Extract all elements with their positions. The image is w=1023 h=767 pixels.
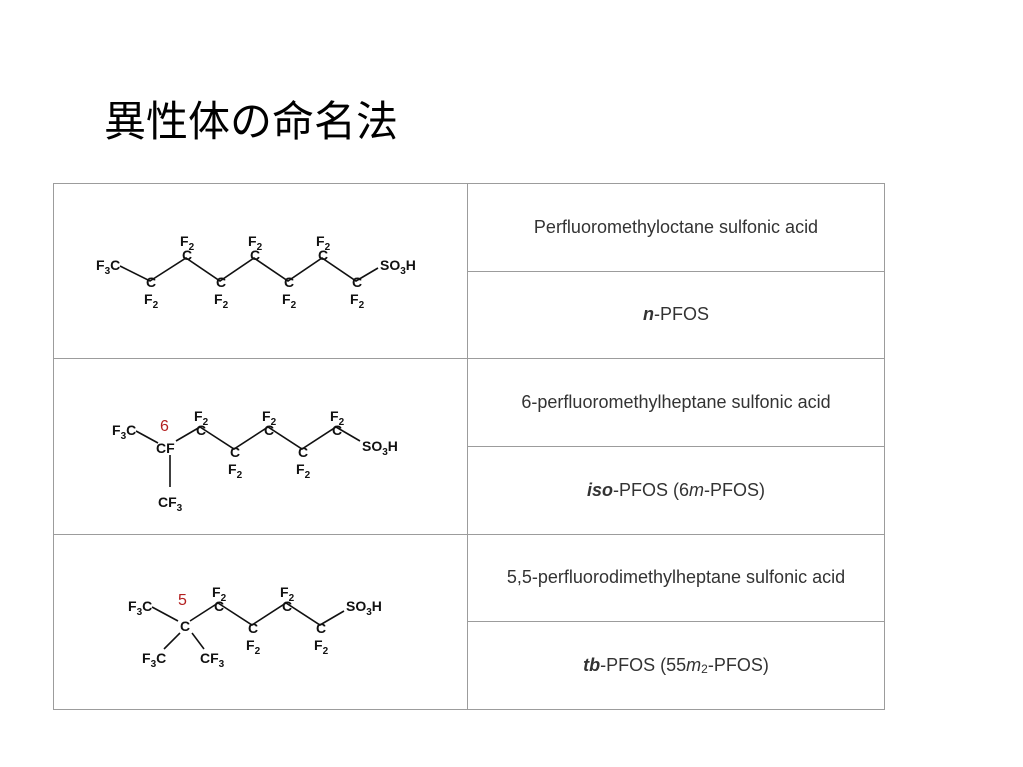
carbon-chain — [217, 601, 345, 626]
isomer-name: Perfluoromethyloctane sulfonic acid — [467, 183, 885, 272]
chem-label: F2 — [314, 637, 329, 657]
carbon-chain — [119, 257, 379, 282]
structure-cell-n-pfos: F3C C F2 C F2 C F2 C F2 C F2 C F2 C F2 S… — [53, 182, 468, 360]
chem-label: C — [316, 620, 326, 636]
chem-label: SO3H — [362, 438, 398, 458]
table-row: n-PFOS — [54, 270, 885, 360]
position-label-6: 6 — [160, 418, 169, 435]
chem-label: F2 — [246, 637, 261, 657]
table-row: tb-PFOS (55m2-PFOS) — [54, 621, 885, 710]
bond — [151, 605, 179, 622]
bond — [191, 632, 205, 650]
abbr-m: m — [686, 655, 702, 676]
chem-label: SO3H — [380, 257, 416, 277]
chem-label: F2 — [282, 291, 297, 311]
bond — [163, 632, 181, 650]
isomer-abbreviation: tb-PFOS (55m2-PFOS) — [467, 621, 885, 710]
chem-label: F2 — [144, 291, 159, 311]
isomer-table: F3C C F2 C F2 C F2 C F2 C F2 C F2 C F2 S… — [53, 182, 885, 711]
abbr-prefix: n — [642, 304, 654, 325]
chem-label: C — [146, 274, 156, 290]
abbr-mid: -PFOS (55 — [600, 655, 687, 676]
abbr-prefix: iso — [586, 479, 613, 500]
chem-label: C — [216, 274, 226, 290]
chem-label: C — [214, 598, 224, 614]
chem-label: F3C — [128, 598, 152, 618]
chem-label: C — [230, 444, 240, 460]
structure-cell-iso-pfos: F3C 6 CF CF3 C F2 C F2 C F2 C F2 C F2 SO… — [53, 358, 468, 535]
chem-label: C — [264, 422, 274, 438]
abbr-sub: 2 — [701, 662, 708, 677]
isomer-abbreviation: n-PFOS — [467, 270, 885, 360]
chem-label: C — [282, 598, 292, 614]
chem-label: F3C — [142, 650, 166, 670]
n-pfos-structure: F3C C F2 C F2 C F2 C F2 C F2 C F2 C F2 S… — [96, 233, 416, 311]
position-label-5: 5 — [178, 592, 187, 609]
isomer-abbreviation: iso-PFOS (6m-PFOS) — [467, 445, 885, 535]
chem-label: C — [298, 444, 308, 460]
bond — [189, 601, 219, 622]
tb-pfos-structure: F3C 5 C F3C CF3 C F2 C F2 C F2 C F2 SO3H — [128, 584, 382, 670]
abbr-mid: -PFOS (6 — [613, 479, 690, 500]
carbon-chain — [199, 426, 361, 451]
chem-label: C — [332, 422, 342, 438]
chem-label: C — [182, 247, 192, 263]
chem-label: C — [284, 274, 294, 290]
table-row: F3C 5 C F3C CF3 C F2 C F2 C F2 C F2 SO3H — [53, 533, 885, 711]
chem-label: CF3 — [200, 650, 225, 670]
chem-label: C — [250, 247, 260, 263]
chem-label: F3C — [96, 257, 120, 277]
chem-label: C — [180, 618, 190, 634]
slide-title: 異性体の命名法 — [104, 97, 399, 146]
abbr-rest: -PFOS) — [707, 655, 769, 676]
abbr-rest: -PFOS) — [704, 479, 766, 500]
isomer-name: 5,5-perfluorodimethylheptane sulfonic ac… — [467, 533, 885, 623]
bond — [175, 426, 201, 443]
iso-pfos-structure: F3C 6 CF CF3 C F2 C F2 C F2 C F2 C F2 SO… — [112, 408, 398, 514]
chem-label: CF3 — [158, 494, 183, 514]
abbr-rest: -PFOS — [653, 304, 709, 325]
chem-label: C — [352, 274, 362, 290]
chem-label: F3C — [112, 422, 136, 442]
bond — [135, 430, 159, 445]
chem-label: C — [248, 620, 258, 636]
chem-label: F2 — [350, 291, 365, 311]
isomer-name: 6-perfluoromethylheptane sulfonic acid — [467, 358, 885, 447]
table-row: iso-PFOS (6m-PFOS) — [54, 445, 885, 535]
table-row: F3C 6 CF CF3 C F2 C F2 C F2 C F2 C F2 SO… — [53, 358, 885, 535]
chem-label: F2 — [296, 461, 311, 481]
abbr-prefix: tb — [583, 655, 601, 676]
chem-label: SO3H — [346, 598, 382, 618]
abbr-m: m — [689, 479, 705, 500]
chem-label: C — [318, 247, 328, 263]
chem-label: F2 — [228, 461, 243, 481]
chem-label: CF — [156, 440, 175, 456]
table-row: F3C C F2 C F2 C F2 C F2 C F2 C F2 C F2 S… — [53, 182, 885, 360]
chem-label: C — [196, 422, 206, 438]
chem-label: F2 — [214, 291, 229, 311]
structure-cell-tb-pfos: F3C 5 C F3C CF3 C F2 C F2 C F2 C F2 SO3H — [53, 533, 468, 711]
